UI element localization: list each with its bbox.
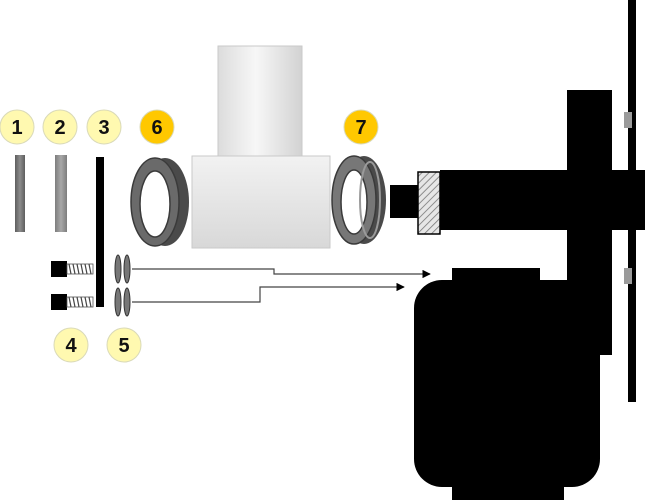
motor-foot [452, 470, 564, 500]
callout-2: 2 [42, 109, 78, 145]
callout-number: 2 [54, 117, 65, 139]
callout-number: 1 [11, 117, 22, 139]
screw-lower [51, 294, 94, 310]
callout-circle [343, 109, 379, 145]
callout-1: 1 [0, 109, 35, 145]
left-seal-ring [130, 157, 189, 247]
motor-body [414, 280, 600, 487]
filter-plate [55, 155, 67, 232]
screw-upper [51, 261, 94, 277]
mounting-plate [96, 157, 104, 307]
callout-5: 5 [106, 327, 142, 363]
callout-badges: 1 2 3 4 5 6 7 [0, 109, 379, 363]
flange-tab-upper [624, 112, 632, 128]
washers-lower [114, 287, 131, 317]
washers-upper [114, 254, 131, 284]
right-seal-ring [331, 155, 386, 245]
housing-body [191, 155, 331, 249]
arrow-upper [132, 268, 431, 279]
drive-housing [440, 170, 645, 230]
callout-3: 3 [86, 109, 122, 145]
callout-circle [86, 109, 122, 145]
callout-4: 4 [53, 327, 89, 363]
callout-circle [53, 327, 89, 363]
callout-circle [42, 109, 78, 145]
callout-circle [0, 109, 35, 145]
callout-number: 7 [355, 117, 366, 139]
callout-number: 5 [118, 335, 129, 357]
drive-shaft [390, 185, 420, 218]
callout-circle [139, 109, 175, 145]
callout-number: 6 [151, 117, 162, 139]
callout-number: 4 [65, 335, 77, 357]
pump-housing [191, 45, 331, 249]
housing-outlet-pipe [217, 45, 303, 159]
callout-number: 3 [98, 117, 109, 139]
arrow-lower [132, 282, 405, 303]
gasket-plate [15, 155, 25, 232]
flange-tab-lower [624, 268, 632, 284]
motor-assembly [390, 0, 645, 500]
callout-7: 7 [343, 109, 379, 145]
assembly-arrows [132, 268, 431, 303]
knurled-collar [417, 171, 441, 235]
callout-circle [106, 327, 142, 363]
callout-6: 6 [139, 109, 175, 145]
